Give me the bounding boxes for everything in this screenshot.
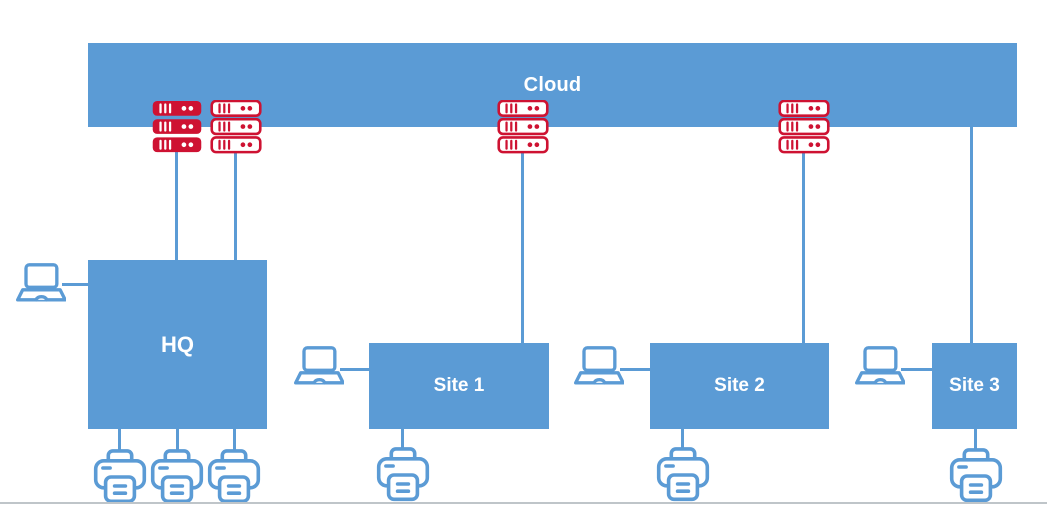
site2-box-label: Site 2 <box>714 375 765 396</box>
laptop-icon[interactable] <box>855 345 905 389</box>
connector-laptop-to-site2 <box>620 368 652 371</box>
printer-icon[interactable] <box>93 449 147 505</box>
site1-box[interactable]: Site 1 <box>369 343 549 429</box>
cloud-zone[interactable]: Cloud <box>88 43 1017 127</box>
connector-hq-server2-to-hq <box>234 150 237 260</box>
connector-laptop-to-site1 <box>340 368 371 371</box>
server-rack-outline-icon[interactable] <box>778 100 830 154</box>
hq-box[interactable]: HQ <box>88 260 267 429</box>
connector-laptop-to-hq <box>62 283 90 286</box>
connector-laptop-to-site3 <box>901 368 934 371</box>
page-boundary-line <box>0 502 1047 504</box>
hq-box-label: HQ <box>161 331 194 357</box>
laptop-icon[interactable] <box>16 262 66 306</box>
connector-cloud-to-site3 <box>970 125 973 343</box>
connector-site3-to-printer <box>974 429 977 455</box>
server-rack-outline-icon[interactable] <box>210 100 262 154</box>
connector-hq-to-printer3 <box>233 429 236 456</box>
connector-site1-to-printer <box>401 429 404 454</box>
connector-hq-to-printer2 <box>176 429 179 456</box>
printer-icon[interactable] <box>656 447 710 503</box>
printer-icon[interactable] <box>376 447 430 503</box>
site3-box-label: Site 3 <box>949 375 1000 396</box>
laptop-icon[interactable] <box>294 345 344 389</box>
connector-hq-to-printer1 <box>118 429 121 456</box>
site3-box[interactable]: Site 3 <box>932 343 1017 429</box>
printer-icon[interactable] <box>207 449 261 505</box>
connector-site2-to-printer <box>681 429 684 454</box>
connector-hq-server1-to-hq <box>175 150 178 260</box>
server-rack-outline-icon[interactable] <box>497 100 549 154</box>
printer-icon[interactable] <box>150 449 204 505</box>
site1-box-label: Site 1 <box>433 375 485 396</box>
laptop-icon[interactable] <box>574 345 624 389</box>
connector-cloud-server1-to-site1 <box>521 150 524 343</box>
printer-icon[interactable] <box>949 448 1003 504</box>
cloud-zone-label: Cloud <box>523 73 582 96</box>
server-rack-solid-icon[interactable] <box>151 100 203 154</box>
connector-cloud-server2-to-site2 <box>802 150 805 343</box>
site2-box[interactable]: Site 2 <box>650 343 829 429</box>
